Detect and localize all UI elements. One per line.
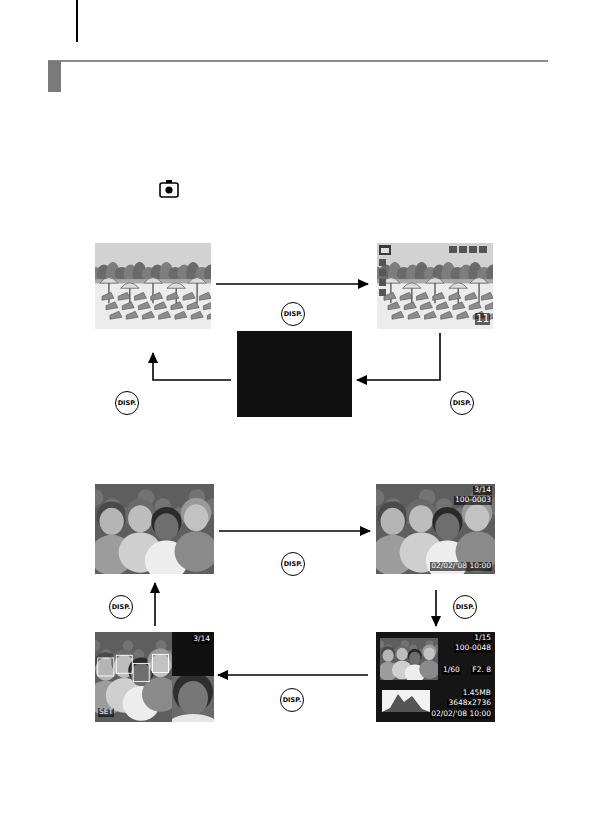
group-photo xyxy=(95,484,214,574)
playback-standard: 3/14100-0003 02/02/'08 10:00 xyxy=(376,484,495,574)
transition-arrow xyxy=(216,283,368,285)
disp-button: DISP. xyxy=(450,391,474,415)
transition-arrow xyxy=(154,583,156,626)
screen-readout: 3648x2736 xyxy=(447,699,492,708)
screen-readout: 02/02/'08 10:00 xyxy=(430,562,492,571)
screen-readout: 100-0003 xyxy=(454,496,492,505)
disp-button: DISP. xyxy=(115,391,139,415)
blank-screen xyxy=(237,331,352,417)
screen-readout: 1/15 xyxy=(473,634,492,643)
disp-button: DISP. xyxy=(281,552,305,576)
transition-arrow xyxy=(435,590,437,626)
screen-readout: 1.45MB xyxy=(462,689,492,698)
screen-info: 11 xyxy=(377,243,493,329)
screen-readout: 11 xyxy=(475,313,490,325)
button-label: DISP. xyxy=(118,399,137,407)
transition-arrow xyxy=(218,674,368,676)
beach-photo xyxy=(377,243,493,329)
button-label: DISP. xyxy=(453,399,472,407)
zoomed-face xyxy=(172,676,214,722)
screen-off xyxy=(237,331,352,417)
screen-readout: 02/02/'08 10:00 xyxy=(430,710,492,719)
button-label: DISP. xyxy=(283,696,302,704)
transition-arrow xyxy=(357,333,440,380)
thumbnail-photo xyxy=(380,638,438,680)
playback-focus-check: 3/14SET xyxy=(95,632,214,722)
screen-readout: SET xyxy=(98,708,114,717)
playback-no-info xyxy=(95,484,214,574)
heading-rule xyxy=(48,60,548,62)
transition-arrow xyxy=(219,530,370,532)
transition-arrow xyxy=(153,353,231,380)
button-label: DISP. xyxy=(284,310,303,318)
screen-readout: 1/60 xyxy=(442,666,461,675)
button-label: DISP. xyxy=(456,603,475,611)
heading-marker xyxy=(48,61,61,92)
info-panel xyxy=(172,632,214,676)
screen-readout: F2. 8 xyxy=(471,666,492,675)
focus-photo xyxy=(95,632,172,722)
disp-button: DISP. xyxy=(281,302,305,326)
screen-readout: 100-0048 xyxy=(454,644,492,653)
disp-button: DISP. xyxy=(280,688,304,712)
button-label: DISP. xyxy=(112,603,131,611)
group-photo xyxy=(376,484,495,574)
histogram xyxy=(382,690,430,712)
screen-background xyxy=(376,632,495,722)
button-label: DISP. xyxy=(284,560,303,568)
beach-photo xyxy=(95,243,211,329)
disp-button: DISP. xyxy=(453,595,477,619)
page-margin-rule xyxy=(76,0,78,42)
disp-button: DISP. xyxy=(109,595,133,619)
screen-readout: 3/14 xyxy=(473,486,492,495)
camera-icon xyxy=(160,180,178,197)
screen-readout: 3/14 xyxy=(192,635,211,644)
face-frames xyxy=(98,654,169,681)
screen-no-info xyxy=(95,243,211,329)
playback-detailed: 1/15100-0048 1/60 F2. 8 1.45MB3648x2736 02/0… xyxy=(376,632,495,722)
